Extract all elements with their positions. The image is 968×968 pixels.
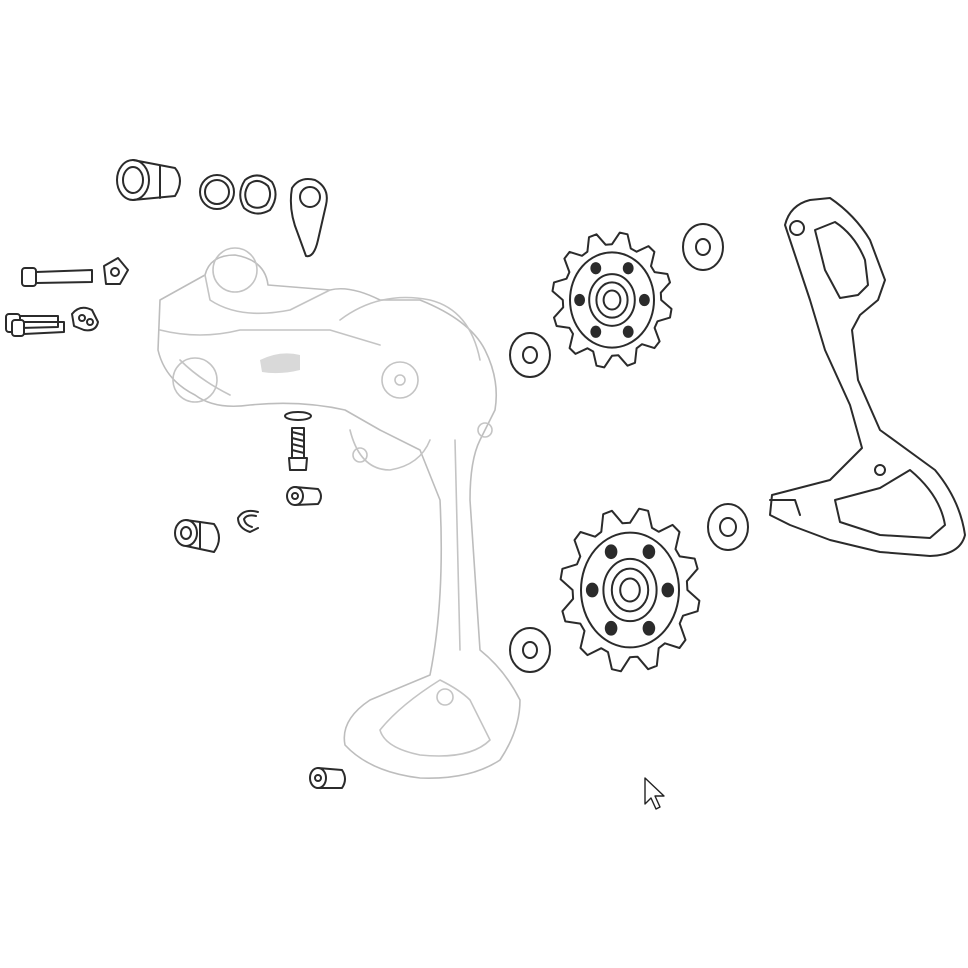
o-ring (199, 174, 235, 210)
e-clip (237, 509, 259, 533)
square-washer (239, 174, 277, 215)
pulley-spoke-hole (642, 544, 656, 560)
pulley-ring (619, 577, 641, 603)
limit-screw (284, 411, 312, 471)
pulley-ring (610, 567, 650, 613)
outer-cage-plate (769, 197, 966, 557)
pulley-spoke-hole (604, 620, 618, 636)
hanger-plate (289, 178, 328, 258)
nut (103, 257, 129, 285)
pulley-ring (602, 289, 622, 311)
pulley-ring (580, 531, 680, 649)
cage-bushing (309, 767, 346, 789)
washer-upper-left (509, 332, 551, 378)
pulley-spoke-hole (622, 262, 634, 275)
pulley-spoke-hole (642, 620, 656, 636)
pulley-spoke-hole (661, 582, 675, 598)
pulley-spoke-hole (622, 325, 634, 338)
barrel-adjuster (174, 519, 220, 553)
washer-upper-right (682, 223, 724, 271)
pulley-spoke-hole (590, 325, 602, 338)
link-plate (71, 306, 99, 332)
long-bolt (21, 267, 93, 287)
arrow-pointer-icon (644, 777, 665, 810)
upper-pulley-wheel (551, 231, 673, 369)
washer-lower-right (707, 503, 749, 551)
mounting-bushing (116, 159, 181, 201)
pulley-spoke-hole (590, 262, 602, 275)
small-bushing (286, 486, 322, 506)
pulley-ring (602, 557, 658, 623)
short-bolt-pair (5, 313, 65, 337)
pulley-spoke-hole (604, 544, 618, 560)
pulley-ring (569, 251, 655, 349)
washer-lower-left (509, 627, 551, 673)
lower-pulley-wheel (559, 507, 701, 673)
pulley-ring (588, 273, 636, 327)
pulley-ring (595, 281, 629, 319)
pulley-spoke-hole (574, 293, 585, 307)
pulley-spoke-hole (639, 293, 650, 307)
pulley-spoke-hole (585, 582, 599, 598)
derailleur-body (157, 247, 521, 779)
